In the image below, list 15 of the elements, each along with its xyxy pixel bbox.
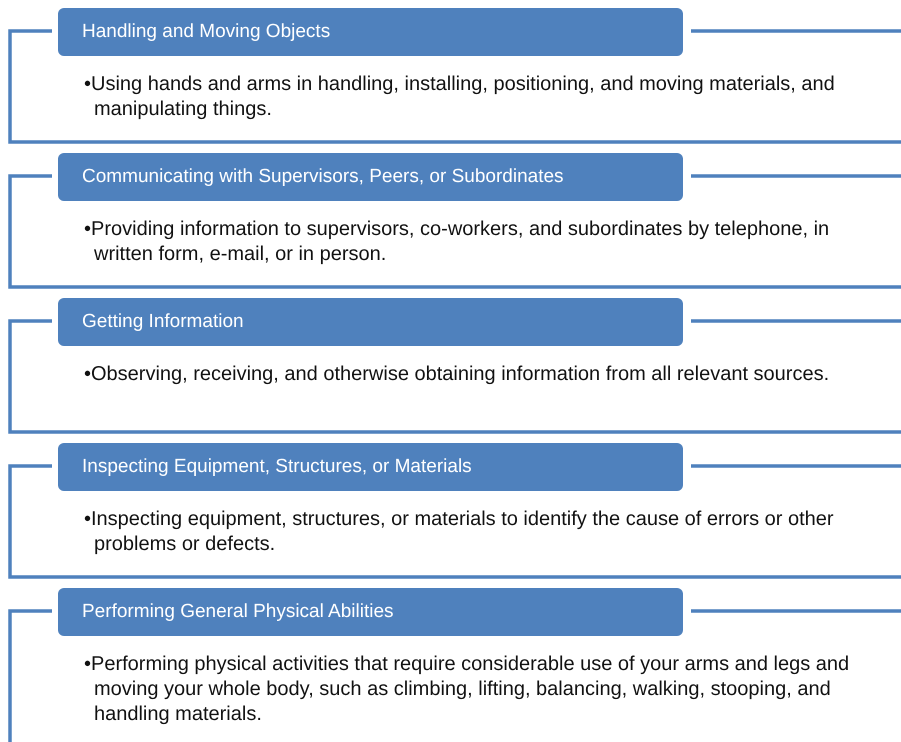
bullet-text: •Observing, receiving, and otherwise obtaining information from all relevant sources. bbox=[84, 362, 830, 387]
bullet-text: •Providing information to supervisors, co-workers, and subordinates by telephone, in written form, e-mail, or in person. bbox=[84, 217, 830, 267]
bracket-frame bbox=[8, 298, 901, 434]
bracket-frame bbox=[8, 443, 901, 579]
bracket-frame bbox=[8, 153, 901, 289]
bullet-text: •Performing physical activities that require considerable use of your arms and legs and moving your whole body, such as climbing, lifting, balancing, walking, stooping, and handling materials. bbox=[84, 652, 850, 727]
bullet-text: •Using hands and arms in handling, installing, positioning, and moving materials, and manipulating things. bbox=[84, 72, 836, 122]
heading-bar: Communicating with Supervisors, Peers, or Subordinates bbox=[58, 153, 683, 201]
heading-bar: Performing General Physical Abilities bbox=[58, 588, 683, 636]
bracket-frame bbox=[8, 588, 901, 742]
heading-bar: Handling and Moving Objects bbox=[58, 8, 683, 56]
heading-bar: Inspecting Equipment, Structures, or Materials bbox=[58, 443, 683, 491]
bullet-text: •Inspecting equipment, structures, or materials to identify the cause of errors or other problems or defects. bbox=[84, 507, 835, 557]
heading-bar: Getting Information bbox=[58, 298, 683, 346]
bracket-frame bbox=[8, 8, 901, 144]
